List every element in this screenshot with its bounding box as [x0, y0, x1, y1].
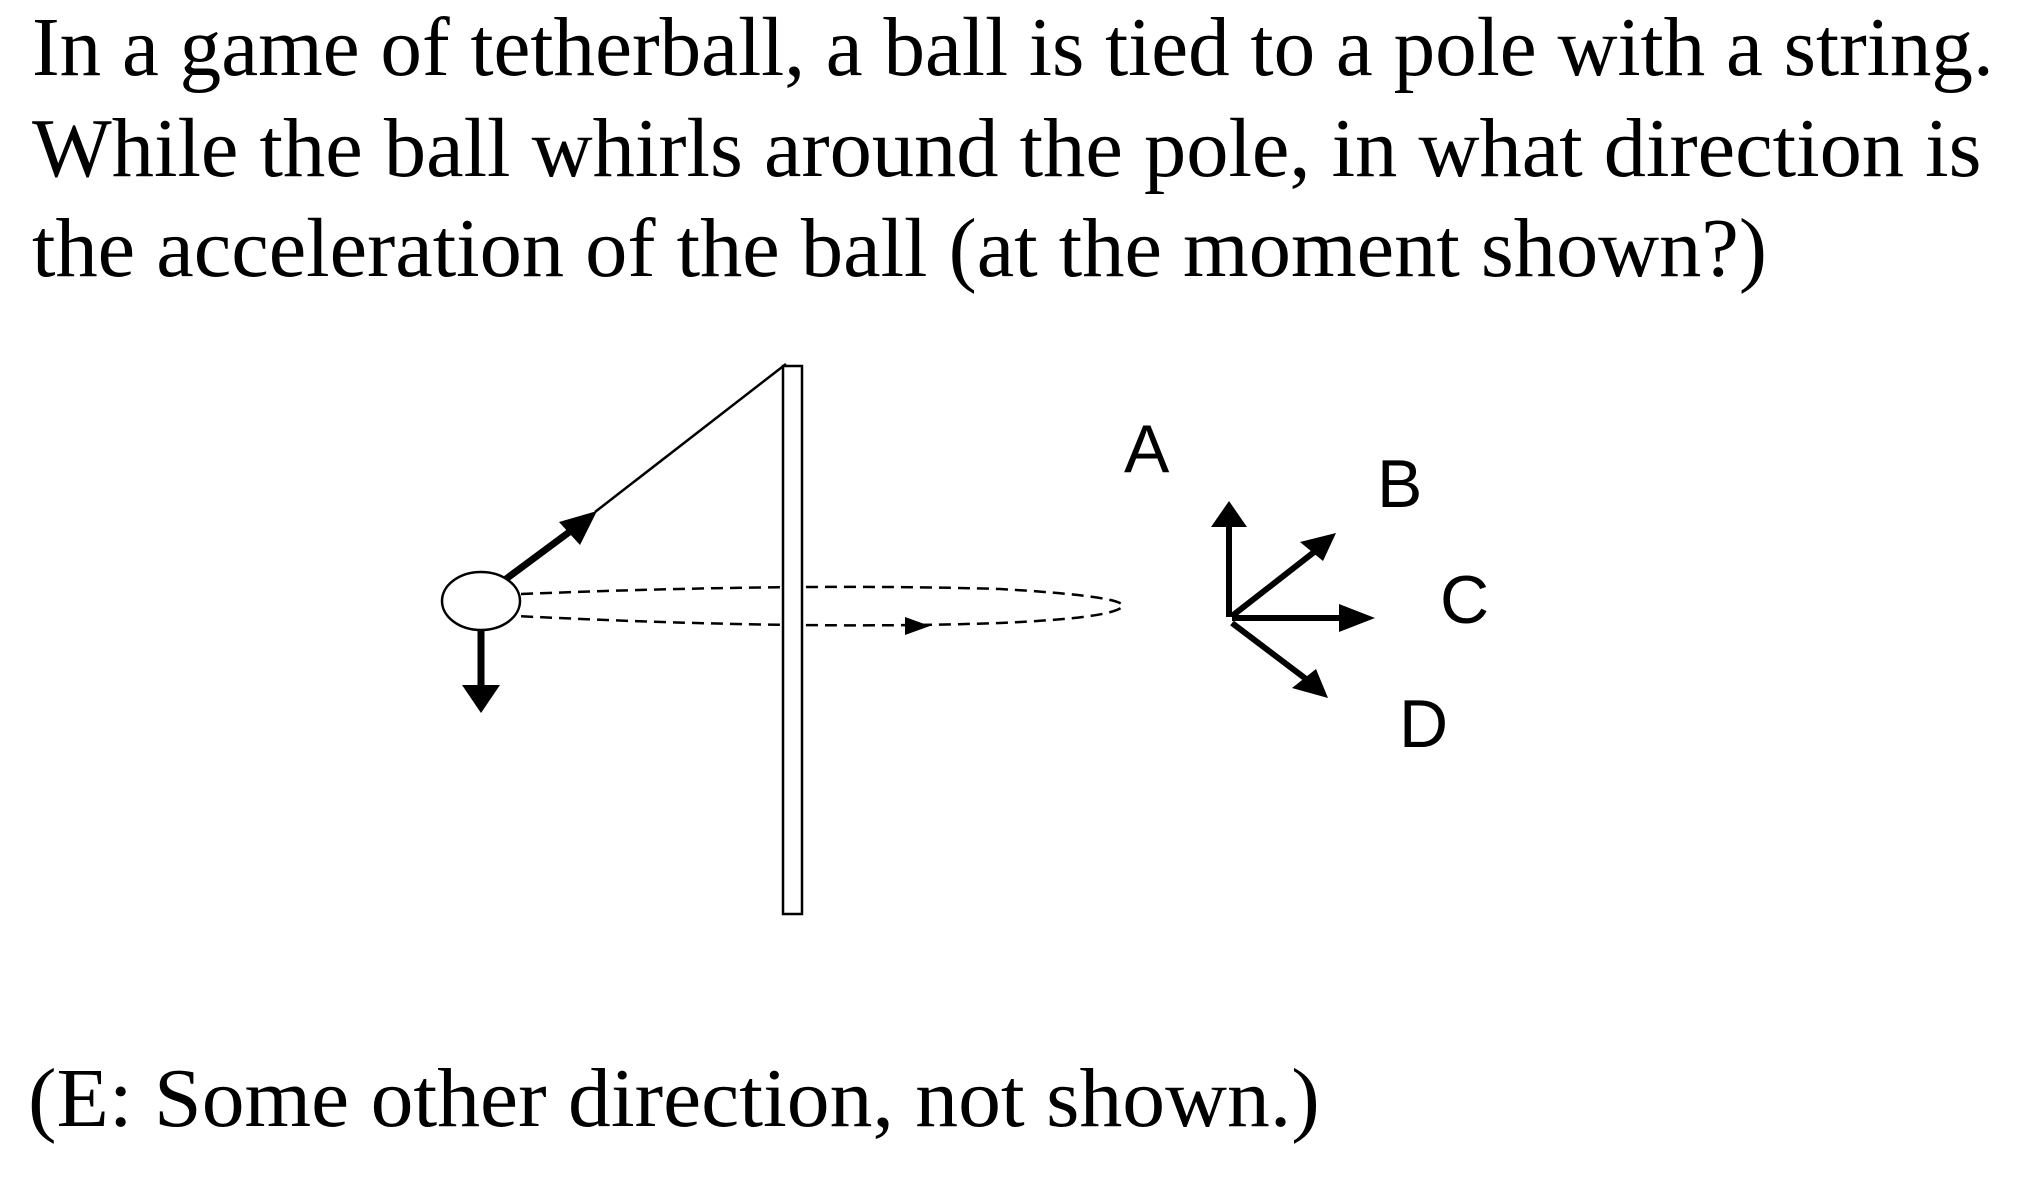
label-d: D: [1399, 686, 1448, 762]
vector-b-arrow-icon: [1230, 533, 1336, 619]
vector-c-arrow-icon: [1232, 604, 1375, 632]
motion-direction-arrow: [905, 617, 930, 635]
label-c: C: [1440, 562, 1489, 638]
circular-path: [515, 585, 1125, 627]
option-e-text: (E: Some other direction, not shown.): [28, 1052, 1320, 1145]
question-line-2: While the ball whirls around the pole, i…: [32, 102, 1982, 195]
label-a: A: [1124, 411, 1170, 487]
question-line-1: In a game of tetherball, a ball is tied …: [32, 1, 1994, 94]
vector-d-arrow-icon: [1230, 620, 1328, 698]
pole: [781, 364, 804, 916]
question-line-3: the acceleration of the ball (at the mom…: [32, 202, 1767, 295]
label-b: B: [1377, 446, 1422, 522]
tension-arrow-icon: [503, 511, 597, 582]
gravity-arrow-icon: [462, 630, 500, 713]
string: [594, 363, 787, 513]
vector-a-arrow-icon: [1211, 501, 1247, 617]
